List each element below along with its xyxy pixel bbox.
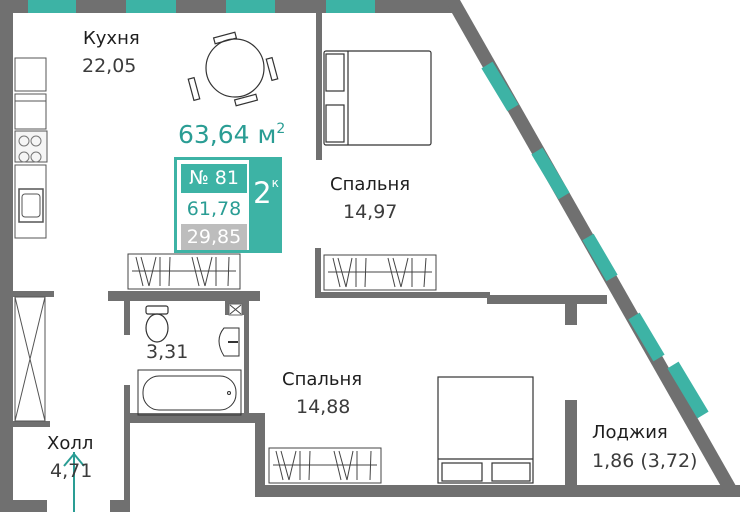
room-name-hall: Холл (47, 433, 94, 454)
total-area-unit-power: 2 (276, 121, 286, 137)
room-area-loggia: 1,86 (3,72) (592, 450, 698, 472)
room-name-bedroom2: Спальня (282, 369, 363, 390)
room-area-kitchen: 22,05 (82, 55, 137, 77)
room-count-suffix: к (271, 176, 279, 190)
room-area-bedroom1: 14,97 (343, 201, 398, 223)
room-name-kitchen: Кухня (83, 28, 140, 49)
room-area-hall: 4,71 (50, 460, 93, 482)
room-area-bathroom: 3,31 (146, 341, 189, 363)
ventilation-icon (228, 303, 243, 316)
diagonal-windows (481, 61, 709, 419)
bathtub-icon (137, 369, 242, 416)
wardrobe-icon (268, 447, 382, 484)
dining-table-icon (187, 31, 279, 107)
room-name-bedroom1: Спальня (330, 174, 411, 195)
room-area-bedroom2: 14,88 (296, 396, 351, 418)
apartment-number: № 81 (181, 164, 247, 193)
room-name-loggia: Лоджия (592, 422, 668, 443)
kitchen-counter (14, 57, 48, 239)
wardrobe-icon (323, 254, 437, 291)
living-area: 61,78 (186, 198, 242, 220)
top-windows (28, 0, 375, 13)
card-inner: № 81 61,78 29,85 (177, 160, 249, 250)
room-count-value: 2 (253, 176, 272, 210)
interior-walls (12, 10, 607, 512)
bed-icon (437, 376, 534, 484)
wardrobe-icon (127, 253, 241, 290)
toilet-icon (145, 305, 169, 343)
kitchen-area-badge: 29,85 (181, 224, 247, 250)
total-area-unit: м (257, 120, 277, 149)
entrance-arrow-icon (63, 452, 85, 512)
total-area: 63,64 м2 (178, 120, 285, 149)
apartment-info-card: № 81 61,78 29,85 2к (174, 157, 282, 253)
stove-icon (18, 135, 42, 163)
sink-icon (218, 327, 240, 357)
closet-icon (14, 296, 46, 422)
bed-icon (323, 50, 432, 146)
total-area-value: 63,64 (178, 120, 250, 149)
room-count: 2к (252, 163, 280, 213)
